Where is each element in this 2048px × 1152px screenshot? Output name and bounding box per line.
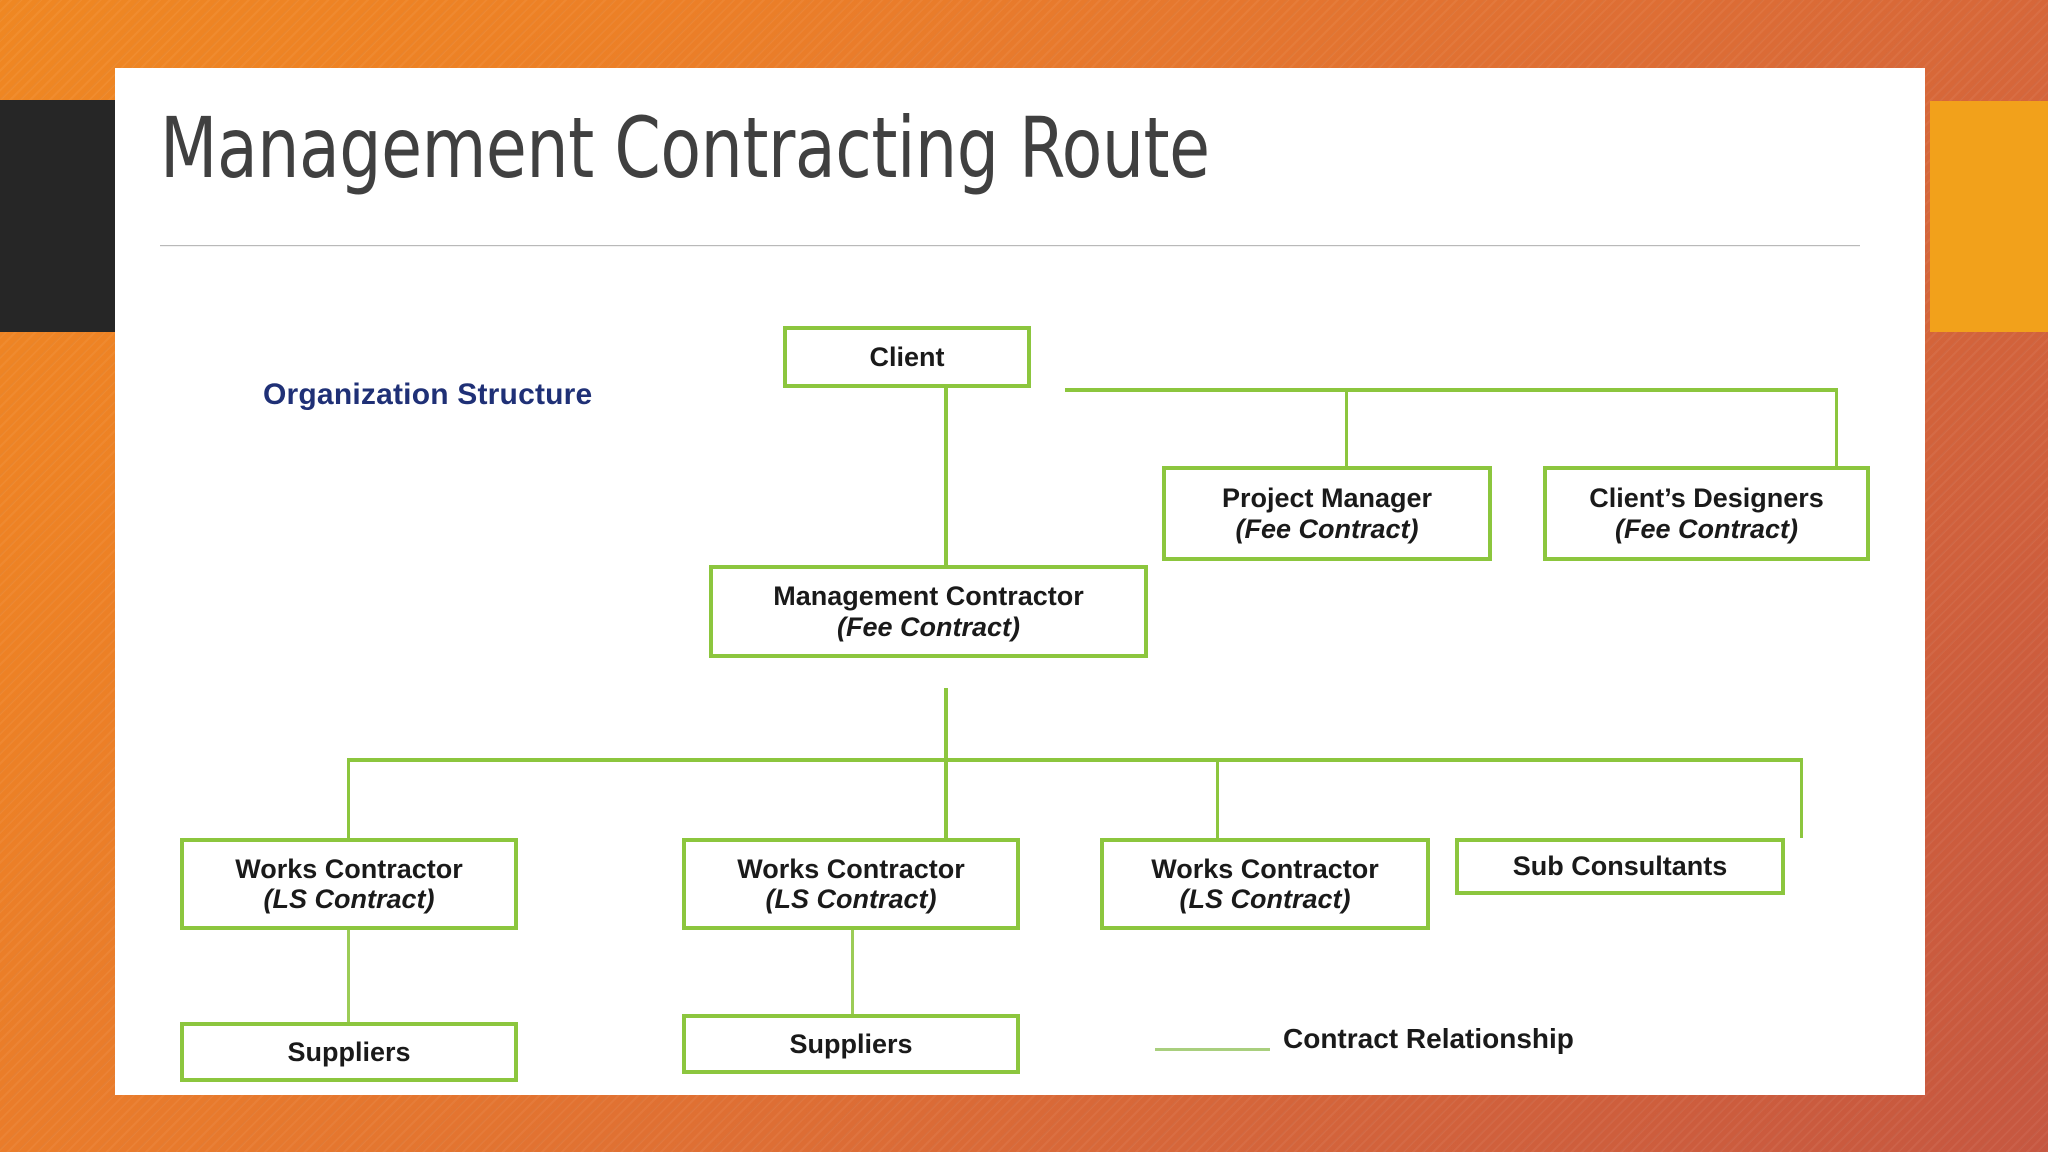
node-suppliers-1-label: Suppliers <box>287 1036 411 1067</box>
node-works-contractor-2-label: Works Contractor <box>737 853 965 884</box>
node-management-contractor[interactable]: Management Contractor (Fee Contract) <box>709 565 1148 658</box>
page-title: Management Contracting Route <box>160 99 1210 197</box>
node-works-contractor-2[interactable]: Works Contractor (LS Contract) <box>682 838 1020 930</box>
node-management-contractor-label: Management Contractor <box>773 581 1084 612</box>
connector-bus-to-sub-consultants <box>1800 758 1803 838</box>
node-clients-designers-label: Client’s Designers <box>1589 483 1824 514</box>
node-works-contractor-3-label: Works Contractor <box>1151 853 1379 884</box>
node-works-contractor-3[interactable]: Works Contractor (LS Contract) <box>1100 838 1430 930</box>
legend-line-swatch <box>1155 1048 1270 1051</box>
node-sub-consultants-label: Sub Consultants <box>1512 851 1728 882</box>
connector-client-to-management-contractor <box>944 388 948 588</box>
connector-client-horizontal-bus <box>1065 388 1838 392</box>
left-dark-accent-block <box>0 100 118 332</box>
node-suppliers-2[interactable]: Suppliers <box>682 1014 1020 1074</box>
node-works-contractor-2-contract-type: (LS Contract) <box>765 884 937 914</box>
connector-works-2-to-suppliers-2 <box>851 930 854 1022</box>
organization-chart: Client Project Manager (Fee Contract) Cl… <box>115 68 1925 1095</box>
node-clients-designers[interactable]: Client’s Designers (Fee Contract) <box>1543 466 1870 561</box>
node-client[interactable]: Client <box>783 326 1031 388</box>
node-client-label: Client <box>869 341 945 372</box>
connector-bus-to-works-contractor-1 <box>347 758 350 838</box>
node-sub-consultants[interactable]: Sub Consultants <box>1455 838 1785 895</box>
connector-bus-to-works-contractor-3 <box>1216 758 1219 838</box>
node-clients-designers-contract-type: (Fee Contract) <box>1614 513 1798 544</box>
slide-content-panel: Management Contracting Route Organizatio… <box>115 68 1925 1095</box>
section-heading: Organization Structure <box>263 378 593 411</box>
node-works-contractor-1-label: Works Contractor <box>235 853 463 884</box>
node-suppliers-1[interactable]: Suppliers <box>180 1022 518 1082</box>
connector-management-contractor-stem <box>944 688 948 760</box>
legend-label: Contract Relationship <box>1283 1023 1574 1054</box>
node-works-contractor-1[interactable]: Works Contractor (LS Contract) <box>180 838 518 930</box>
node-project-manager-contract-type: (Fee Contract) <box>1235 513 1419 544</box>
connector-works-1-to-suppliers-1 <box>347 930 350 1022</box>
right-amber-accent-block <box>1930 101 2048 332</box>
node-works-contractor-3-contract-type: (LS Contract) <box>1179 884 1351 914</box>
node-management-contractor-contract-type: (Fee Contract) <box>836 611 1020 642</box>
connector-bus-to-works-contractor-2 <box>944 758 948 838</box>
connector-works-horizontal-bus <box>347 758 1803 762</box>
node-works-contractor-1-contract-type: (LS Contract) <box>263 884 435 914</box>
node-project-manager-label: Project Manager <box>1221 483 1433 514</box>
connector-client-to-designers <box>1835 388 1838 466</box>
node-suppliers-2-label: Suppliers <box>789 1028 913 1059</box>
node-project-manager[interactable]: Project Manager (Fee Contract) <box>1162 466 1492 561</box>
connector-client-to-project-manager <box>1345 388 1348 466</box>
title-divider-rule <box>160 245 1860 247</box>
